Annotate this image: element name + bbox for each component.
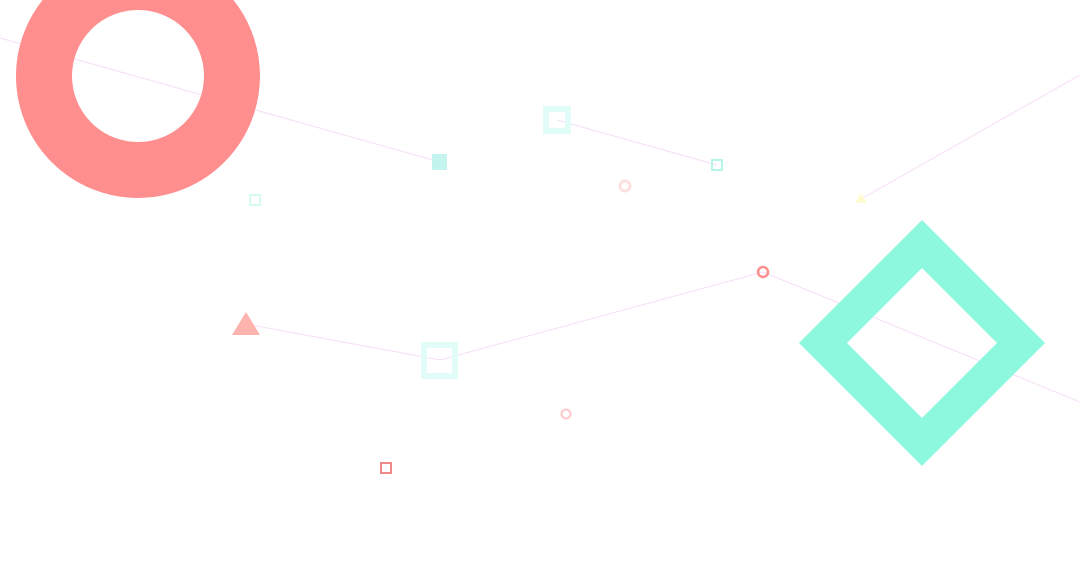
large-ring-shape [16, 0, 260, 198]
hollow-square-shape [421, 342, 458, 379]
hollow-square-shape [543, 106, 571, 134]
small-ring-shape [756, 265, 770, 279]
link-line [762, 271, 1080, 403]
small-hollow-square-shape [711, 159, 723, 171]
link-lines [0, 37, 1080, 403]
small-hollow-square-shape [249, 194, 261, 206]
link-line [439, 271, 764, 361]
filled-square-shape [432, 154, 447, 170]
large-diamond-shape [798, 219, 1046, 467]
triangle-shape [855, 193, 867, 203]
small-ring-shape [618, 179, 632, 193]
triangle-shape [232, 312, 260, 335]
small-ring-shape [560, 408, 572, 420]
link-line [860, 74, 1080, 200]
link-line [556, 119, 718, 166]
link-line [245, 323, 441, 361]
small-hollow-square-shape [380, 462, 392, 474]
